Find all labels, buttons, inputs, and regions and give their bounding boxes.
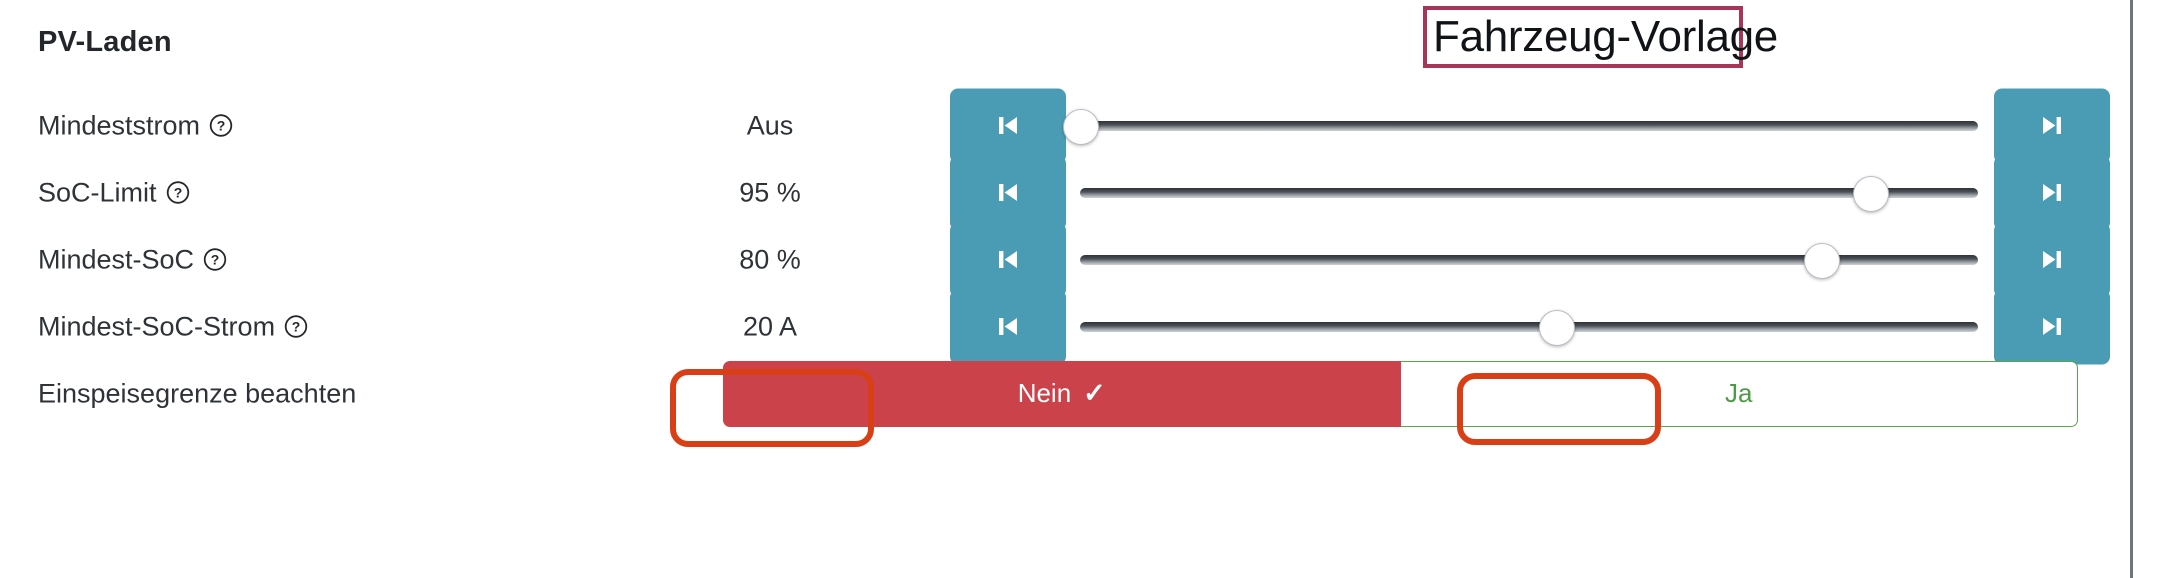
slider-thumb[interactable] — [1063, 108, 1099, 145]
slider-thumb[interactable] — [1853, 175, 1890, 212]
step-down-button-mindest-soc[interactable] — [950, 222, 1066, 297]
svg-text:?: ? — [217, 118, 226, 134]
slider-mindest-soc-strom[interactable] — [1080, 309, 1978, 346]
row-label-text: Mindest-SoC — [38, 244, 195, 274]
row-label-mindeststrom: Mindeststrom ? — [38, 110, 233, 141]
annotation-title-box: Fahrzeug-Vorlage — [1423, 6, 1778, 68]
step-up-button-mindest-soc[interactable] — [1994, 222, 2110, 297]
step-down-button-soc-limit[interactable] — [950, 155, 1066, 230]
setting-row-soc-limit: SoC-Limit ? 95 % — [0, 155, 2130, 230]
setting-row-mindest-soc-strom: Mindest-SoC-Strom ? 20 A — [0, 289, 2130, 364]
svg-text:?: ? — [173, 185, 182, 201]
setting-row-mindest-soc: Mindest-SoC ? 80 % — [0, 222, 2130, 297]
skip-forward-icon — [2035, 109, 2069, 143]
row-value-mindeststrom: Aus — [746, 110, 794, 140]
svg-text:?: ? — [211, 252, 220, 268]
slider-track[interactable] — [1080, 120, 1978, 131]
step-down-button-mindeststrom[interactable] — [950, 88, 1066, 163]
skip-back-icon — [991, 243, 1025, 277]
skip-forward-icon — [2035, 310, 2069, 344]
row-value-soc-limit: 95 % — [739, 177, 801, 207]
slider-thumb[interactable] — [1803, 242, 1840, 279]
row-label-soc-limit: SoC-Limit ? — [38, 177, 190, 208]
row-label-text: Mindeststrom — [38, 110, 201, 140]
setting-row-einspeisegrenze: Einspeisegrenze beachten Nein ✓ Ja — [0, 356, 2130, 431]
slider-track[interactable] — [1080, 187, 1978, 198]
annotation-title-text: Fahrzeug-Vorlage — [1433, 12, 1778, 61]
slider-track[interactable] — [1080, 321, 1978, 332]
checkmark-icon: ✓ — [1083, 378, 1106, 408]
row-label-text: Einspeisegrenze beachten — [38, 378, 357, 408]
skip-back-icon — [991, 176, 1025, 210]
row-label-text: SoC-Limit — [38, 177, 157, 207]
row-label-mindest-soc-strom: Mindest-SoC-Strom ? — [38, 311, 308, 342]
slider-track[interactable] — [1080, 254, 1978, 265]
page-title: PV-Laden — [38, 26, 172, 58]
slider-mindeststrom[interactable] — [1063, 108, 1978, 145]
row-label-einspeisegrenze: Einspeisegrenze beachten — [38, 378, 356, 409]
slider-thumb[interactable] — [1538, 309, 1575, 346]
row-value-mindest-soc-strom: 20 A — [742, 311, 798, 341]
toggle-option-nein[interactable]: Nein ✓ — [723, 360, 1401, 427]
step-up-button-soc-limit[interactable] — [1994, 155, 2110, 230]
step-up-button-mindeststrom[interactable] — [1994, 88, 2110, 163]
toggle-option-ja-label: Ja — [1725, 378, 1753, 408]
step-up-button-mindest-soc-strom[interactable] — [1994, 289, 2110, 364]
help-icon[interactable]: ? — [166, 181, 190, 205]
toggle-option-ja[interactable]: Ja — [1400, 360, 2078, 427]
row-value-mindest-soc: 80 % — [739, 244, 801, 274]
toggle-option-nein-label: Nein — [1017, 378, 1072, 408]
help-icon[interactable]: ? — [284, 315, 308, 339]
step-down-button-mindest-soc-strom[interactable] — [950, 289, 1066, 364]
einspeisegrenze-toggle-group: Nein ✓ Ja — [723, 360, 2078, 427]
row-label-mindest-soc: Mindest-SoC ? — [38, 244, 227, 275]
setting-row-mindeststrom: Mindeststrom ? Aus — [0, 88, 2130, 163]
skip-forward-icon — [2035, 243, 2069, 277]
panel-divider — [2130, 0, 2133, 578]
skip-back-icon — [991, 109, 1025, 143]
svg-text:?: ? — [292, 319, 301, 335]
slider-mindest-soc[interactable] — [1080, 242, 1978, 279]
slider-soc-limit[interactable] — [1080, 175, 1978, 212]
help-icon[interactable]: ? — [209, 114, 233, 138]
row-label-text: Mindest-SoC-Strom — [38, 311, 276, 341]
skip-back-icon — [991, 310, 1025, 344]
skip-forward-icon — [2035, 176, 2069, 210]
help-icon[interactable]: ? — [203, 248, 227, 272]
